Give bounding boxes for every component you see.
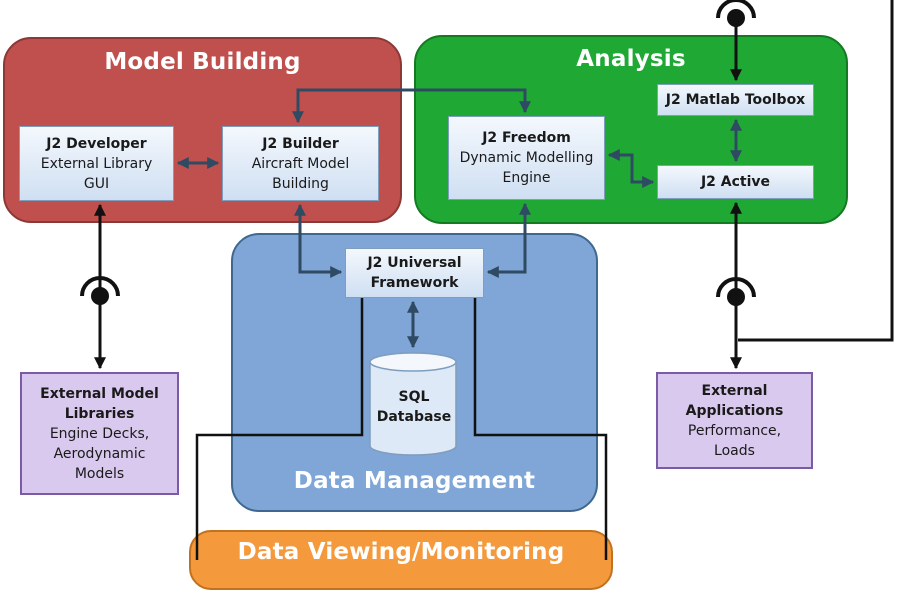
box-title: J2 Active — [700, 174, 771, 190]
box-line: External Library — [40, 155, 153, 172]
box-j2-builder: J2 Builder Aircraft Model Building — [222, 126, 379, 201]
region-title-data-management: Data Management — [293, 468, 536, 494]
box-j2-universal-framework: J2 Universal Framework — [345, 248, 484, 298]
connector-builder-framework — [294, 203, 343, 278]
box-line: Performance, — [687, 422, 782, 439]
box-title: J2 Universal Framework — [367, 255, 462, 291]
box-title: J2 Matlab Toolbox — [665, 92, 806, 108]
box-line: Building — [272, 175, 329, 192]
box-line: GUI — [83, 175, 110, 192]
box-line: Dynamic Modelling — [459, 150, 594, 166]
box-j2-matlab-toolbox: J2 Matlab Toolbox — [657, 84, 814, 116]
box-line: Models — [74, 465, 125, 482]
connector-builder-freedom — [292, 88, 531, 124]
box-line: Engine Decks, — [49, 425, 150, 442]
interface-symbol-left — [80, 276, 120, 305]
box-j2-developer: J2 Developer External Library GUI — [19, 126, 174, 201]
region-title-data-viewing: Data Viewing/Monitoring — [237, 539, 565, 565]
connector-freedom-active — [607, 149, 655, 188]
connector-framework-viewing-right — [473, 298, 608, 560]
box-line: Aerodynamic — [53, 445, 146, 462]
box-title: External Applications — [685, 382, 784, 419]
box-external-applications: External Applications Performance, Loads — [656, 372, 813, 469]
box-line: Engine — [502, 170, 551, 186]
box-line: Loads — [714, 442, 755, 459]
connector-freedom-framework — [486, 202, 531, 278]
interface-symbol-top — [716, 0, 756, 27]
region-title-analysis: Analysis — [576, 46, 686, 72]
box-title: J2 Developer — [46, 135, 147, 152]
box-j2-freedom: J2 Freedom Dynamic Modelling Engine — [448, 116, 605, 200]
architecture-diagram: Model Building Analysis Data Management … — [3, 0, 894, 590]
box-title: External Model Libraries — [40, 385, 159, 422]
connectors-layer — [80, 0, 894, 560]
connector-framework-viewing-left — [195, 298, 364, 560]
box-external-model-libraries: External Model Libraries Engine Decks, A… — [20, 372, 179, 495]
box-title: J2 Freedom — [482, 130, 571, 146]
database-cylinder — [369, 352, 457, 456]
database-label: SQL Database — [376, 389, 452, 425]
box-j2-active: J2 Active — [657, 165, 814, 199]
box-line: Aircraft Model — [251, 155, 350, 172]
box-title: J2 Builder — [262, 135, 339, 152]
interface-symbol-right — [716, 277, 756, 306]
connector-right-loop — [738, 0, 894, 342]
region-title-model-building: Model Building — [104, 49, 301, 75]
